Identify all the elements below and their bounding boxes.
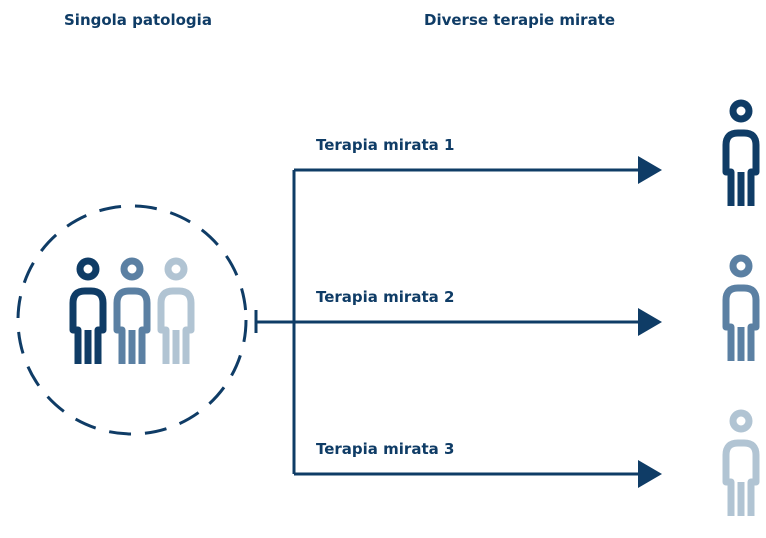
heading-targeted-therapies: Diverse terapie mirate	[424, 11, 616, 29]
patient-group-circle	[16, 204, 248, 436]
arrow-2-icon	[638, 308, 662, 336]
group-of-patients-icon	[73, 261, 191, 364]
connector-lines	[254, 168, 640, 476]
therapy-label-1: Terapia mirata 1	[316, 136, 454, 154]
arrow-1-icon	[638, 156, 662, 184]
therapy-label-3: Terapia mirata 3	[316, 440, 454, 458]
person-dark-icon	[726, 103, 756, 206]
arrow-3-icon	[638, 460, 662, 488]
person-light-icon	[726, 413, 756, 516]
therapy-label-2: Terapia mirata 2	[316, 288, 454, 306]
heading-single-disease: Singola patologia	[64, 11, 212, 29]
person-medium-icon	[726, 258, 756, 361]
